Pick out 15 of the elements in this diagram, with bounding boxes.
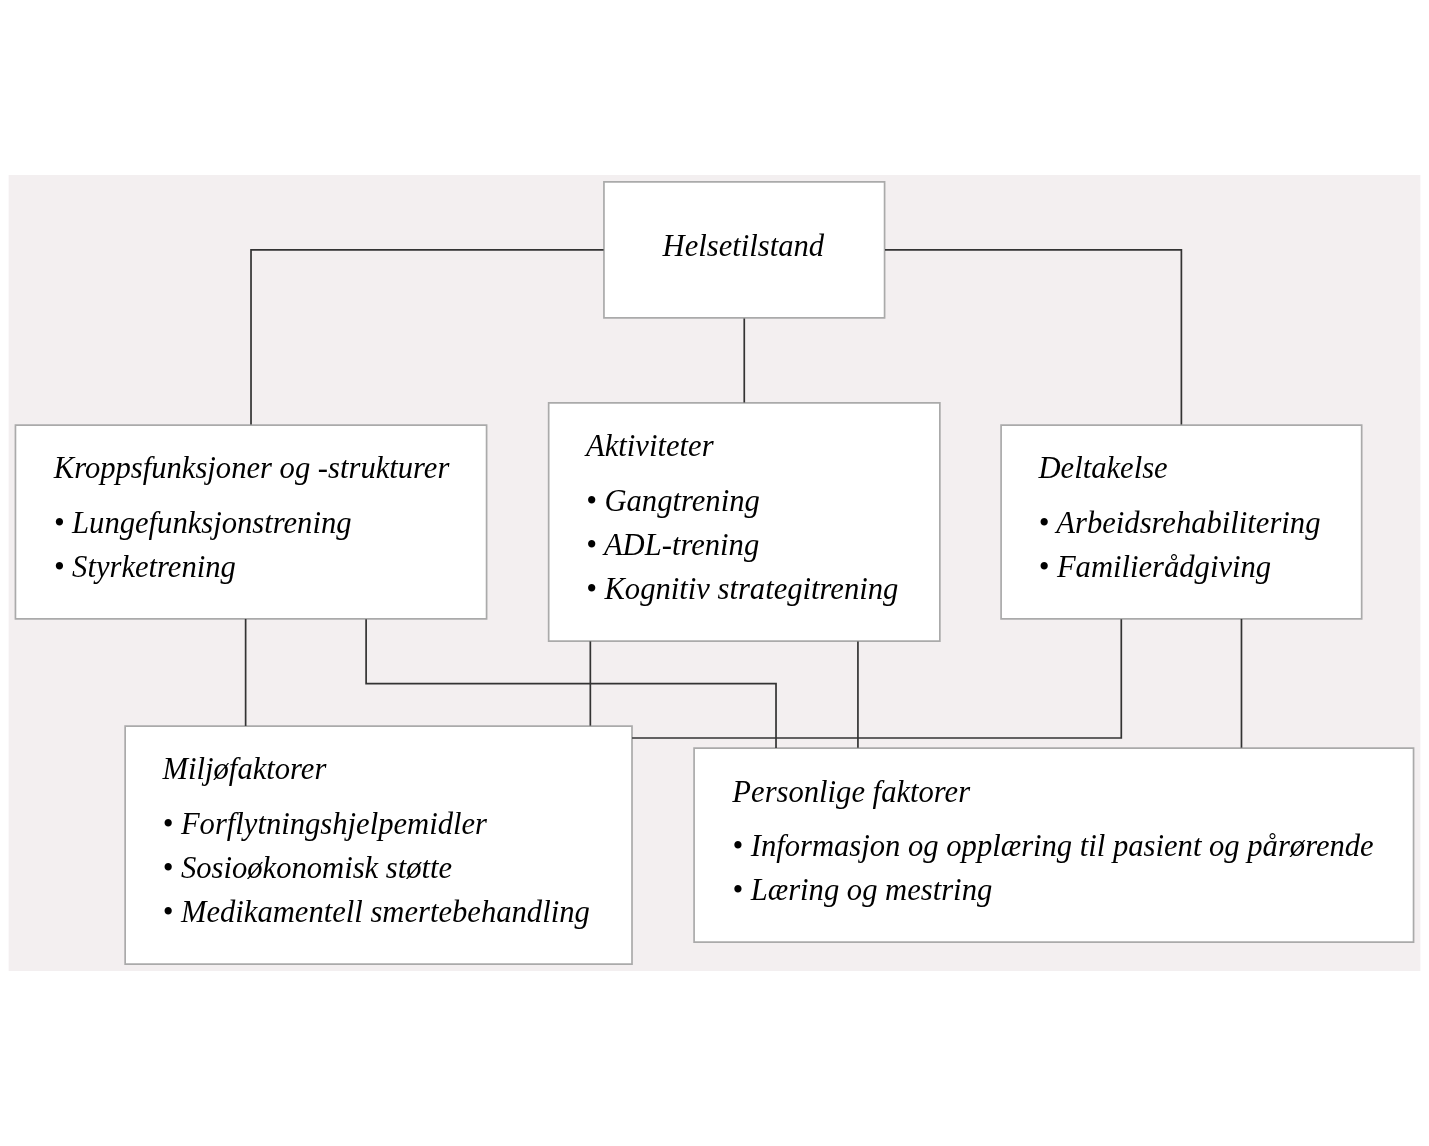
connector <box>857 640 859 749</box>
node-box: Miljøfaktorer • Forflytningshjelpemidler • Sosioøkonomisk støtte • Medikamentell smertebehandling <box>124 725 633 966</box>
node-box: Aktiviteter • Gangtrening • ADL-trening • Kognitiv strategitrening <box>547 402 941 642</box>
node-box: Deltakelse • Arbeidsrehabilitering • Familierådgiving <box>1000 424 1363 620</box>
node-box: Kroppsfunksjoner og -strukturer • Lungefunksjonstrening • Styrketrening <box>14 424 488 620</box>
node-box: Helsetilstand <box>603 180 886 319</box>
connector <box>884 249 1183 426</box>
node-box: Personlige faktorer • Informasjon og opplæring til pasient og pårørende • Læring og mestring <box>693 747 1415 943</box>
connector <box>589 640 592 727</box>
connector <box>250 249 605 426</box>
connector <box>631 618 1123 739</box>
connector <box>743 317 746 404</box>
connector <box>365 618 777 749</box>
connector <box>244 618 247 727</box>
connector <box>1240 618 1243 749</box>
